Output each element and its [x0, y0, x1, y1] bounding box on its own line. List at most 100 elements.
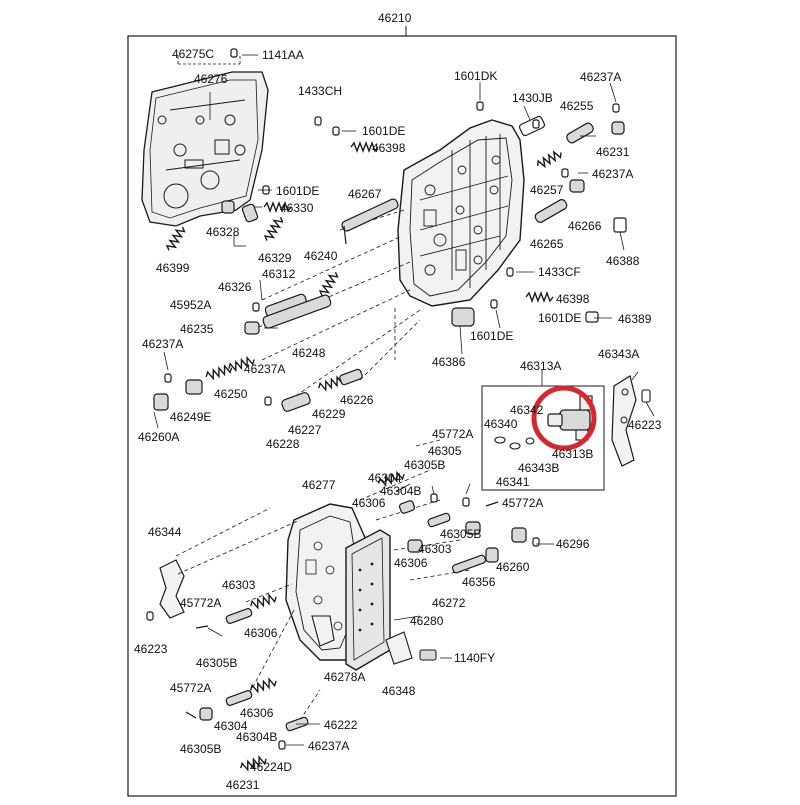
label-46328: 46328 — [206, 225, 240, 239]
label-46326: 46326 — [218, 280, 252, 294]
label-46330: 46330 — [280, 201, 314, 215]
label-46296: 46296 — [556, 537, 590, 551]
label-46224D: 46224D — [250, 760, 292, 774]
label-46237A: 46237A — [308, 739, 349, 753]
label-46306: 46306 — [394, 556, 428, 570]
label-46313A: 46313A — [520, 359, 561, 373]
label-46240: 46240 — [304, 249, 338, 263]
label-46312: 46312 — [262, 267, 296, 281]
label-1601DE: 1601DE — [276, 184, 319, 198]
lower-small-parts — [146, 469, 540, 773]
label-46329: 46329 — [258, 251, 292, 265]
label-46386: 46386 — [432, 355, 466, 369]
upper-small-parts — [153, 48, 627, 412]
label-46237A: 46237A — [142, 337, 183, 351]
label-46248: 46248 — [292, 346, 326, 360]
label-46278A: 46278A — [324, 670, 365, 684]
label-1430JB: 1430JB — [512, 91, 553, 105]
label-46342: 46342 — [510, 403, 544, 417]
label-46306: 46306 — [244, 626, 278, 640]
label-46237A: 46237A — [592, 167, 633, 181]
label-1601DE: 1601DE — [362, 124, 405, 138]
label-46226: 46226 — [340, 393, 374, 407]
label-46265: 46265 — [530, 237, 564, 251]
label-46303: 46303 — [418, 542, 452, 556]
label-46305B: 46305B — [196, 656, 237, 670]
label-46340: 46340 — [484, 417, 518, 431]
label-46223: 46223 — [134, 642, 168, 656]
label-46305B: 46305B — [440, 527, 481, 541]
label-46260A: 46260A — [138, 430, 179, 444]
label-1601DK: 1601DK — [454, 69, 497, 83]
label-46231: 46231 — [226, 778, 260, 792]
label-1433CF: 1433CF — [538, 265, 581, 279]
label-46304: 46304 — [214, 719, 248, 733]
label-46343B: 46343B — [518, 461, 559, 475]
assembly-number: 46210 — [378, 11, 412, 25]
label-1433CH: 1433CH — [298, 84, 342, 98]
label-46398: 46398 — [372, 141, 406, 155]
label-1140FY: 1140FY — [454, 651, 495, 665]
label-46305: 46305 — [428, 444, 462, 458]
assembly-frame — [127, 35, 677, 797]
label-46306: 46306 — [240, 706, 274, 720]
label-46266: 46266 — [568, 219, 602, 233]
highlight-circle — [531, 385, 597, 451]
label-45772A: 45772A — [180, 596, 221, 610]
upper-valve-body — [397, 119, 525, 307]
label-46388: 46388 — [606, 254, 640, 268]
label-46276: 46276 — [194, 72, 228, 86]
label-46305B: 46305B — [180, 742, 221, 756]
label-45952A: 45952A — [170, 298, 211, 312]
label-46250: 46250 — [214, 387, 248, 401]
label-46275C: 46275C — [172, 47, 214, 61]
label-46272: 46272 — [432, 596, 466, 610]
label-46267: 46267 — [348, 187, 382, 201]
label-46249E: 46249E — [170, 410, 211, 424]
label-46398: 46398 — [556, 292, 590, 306]
label-45772A: 45772A — [432, 427, 473, 441]
label-46356: 46356 — [462, 575, 496, 589]
label-46304B: 46304B — [236, 730, 277, 744]
label-46313B: 46313B — [552, 447, 593, 461]
leader-lines — [153, 54, 655, 746]
bracket-46343A — [611, 375, 637, 467]
label-46303: 46303 — [222, 578, 256, 592]
label-46255: 46255 — [560, 99, 594, 113]
solenoid-46313B — [547, 395, 593, 441]
label-46260: 46260 — [496, 560, 530, 574]
label-46277: 46277 — [302, 478, 336, 492]
label-46389: 46389 — [618, 312, 652, 326]
label-1141AA: 1141AA — [262, 48, 304, 62]
label-46399: 46399 — [156, 261, 190, 275]
lower-plate-46280 — [345, 529, 391, 671]
label-46305B: 46305B — [404, 458, 445, 472]
label-46229: 46229 — [312, 407, 346, 421]
label-46343A: 46343A — [598, 347, 639, 361]
label-46227: 46227 — [288, 423, 322, 437]
label-46237A: 46237A — [244, 362, 285, 376]
solenoid-group-box — [481, 385, 605, 491]
label-46306: 46306 — [352, 496, 386, 510]
label-46223: 46223 — [628, 418, 662, 432]
label-46348: 46348 — [382, 684, 416, 698]
label-46228: 46228 — [266, 437, 300, 451]
label-1601DE: 1601DE — [470, 329, 513, 343]
label-46235: 46235 — [180, 322, 214, 336]
label-46257: 46257 — [530, 183, 564, 197]
label-45772A: 45772A — [170, 681, 211, 695]
label-1601DE: 1601DE — [538, 311, 581, 325]
label-45772A: 45772A — [502, 496, 543, 510]
label-46341: 46341 — [496, 475, 530, 489]
label-46304B: 46304B — [380, 484, 421, 498]
separator-plate — [141, 71, 269, 227]
label-46304: 46304 — [368, 471, 402, 485]
label-46231: 46231 — [596, 145, 630, 159]
label-46344: 46344 — [148, 525, 182, 539]
bracket-46344 — [159, 559, 185, 619]
label-46237A: 46237A — [580, 70, 621, 84]
part-labels: 46275C 1141AA 46276 1433CH 1601DK 1430JB… — [134, 47, 662, 792]
label-46222: 46222 — [324, 718, 358, 732]
